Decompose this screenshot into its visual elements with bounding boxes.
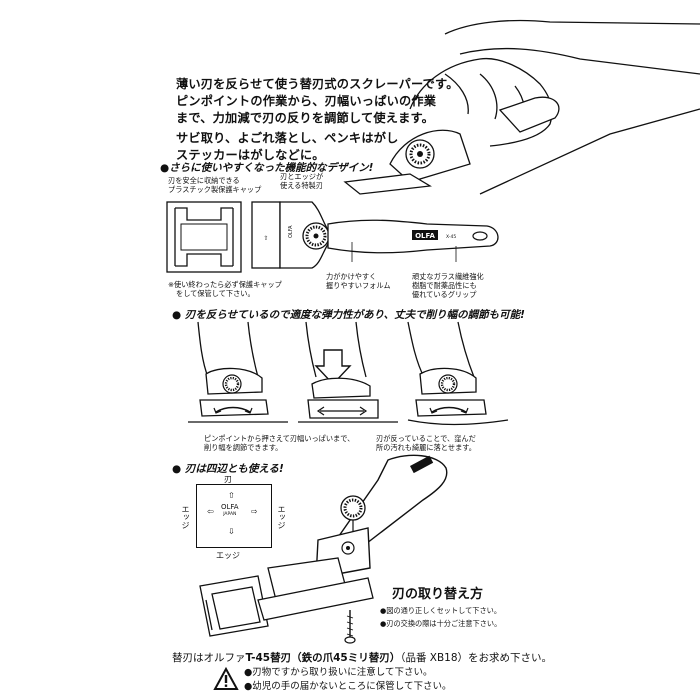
blade-top-label: 刃: [224, 475, 232, 484]
usage-pinpoint: [188, 321, 288, 423]
protective-cap-illustration: [166, 201, 242, 273]
intro-line: 薄い刃を反らせて使う替刃式のスクレーパーです。: [176, 77, 459, 91]
arrow-down-icon: ⇩: [228, 527, 235, 536]
intro-text: 薄い刃を反らせて使う替刃式のスクレーパーです。 ピンポイントの作業から、刃幅いっ…: [176, 76, 459, 164]
scraper-side-view-illustration: ⇧ OLFA OLFA X-45: [251, 201, 499, 269]
blade-brand-mark: OLFA JAPAN: [221, 503, 239, 517]
intro-line: まで、力加減で刃の反りを調節して使えます。: [176, 111, 435, 125]
blade-four-sides-diagram: OLFA JAPAN ⇧ ⇩ ⇦ ⇨: [196, 484, 272, 548]
intro-line: ピンポイントの作業から、刃幅いっぱいの作業: [176, 94, 437, 108]
label-grip-form: 力がかけやすく 握りやすいフォルム: [326, 272, 391, 290]
usage-full-width: [298, 321, 398, 423]
usage-curved-surface: [407, 321, 509, 426]
label-cap-note: ※使い終わったら必ず保護キャップ をして保管して下さい。: [168, 280, 282, 298]
arrow-up-icon: ⇧: [228, 491, 235, 500]
usage-illustrations: [188, 321, 509, 426]
section-design-title: ●さらに使いやすくなった機能的なデザイン!: [160, 162, 374, 174]
olfa-logo: OLFA: [415, 232, 435, 240]
blade-bottom-label: エッジ: [216, 551, 240, 560]
label-flex-right: 刃が反っていることで、窪んだ 所の汚れも綺麗に落とせます。: [376, 434, 476, 452]
replace-title: 刃の取り替え方: [392, 587, 484, 602]
svg-text:⇧: ⇧: [263, 235, 268, 242]
section-four-sides-title: ● 刃は四辺とも使える!: [172, 463, 284, 475]
down-arrow-icon: [314, 349, 352, 386]
label-cap: 刃を安全に収納できる プラスチック製保護キャップ: [168, 176, 262, 194]
replacement-blade-note: 替刃はオルファT-45替刃（鉄の爪45ミリ替刃）（品番 XB18）をお求め下さい…: [172, 652, 553, 664]
warning-list: ●刃物ですから取り扱いに注意して下さい。 ●幼児の手の届かないところに保管して下…: [244, 667, 452, 692]
intro-line: ステッカーはがしなどに。: [176, 148, 325, 162]
section-flex-title: ● 刃を反らせているので適度な弾力性があり、丈夫で削り幅の調節も可能!: [172, 309, 525, 321]
label-flex-left: ピンポイントから押さえて刃幅いっぱいまで、 削り幅を調節できます。: [204, 434, 355, 452]
svg-text:OLFA: OLFA: [288, 225, 294, 238]
model-label: X-45: [446, 234, 456, 240]
label-grip-material: 頑丈なガラス繊維強化 樹脂で耐薬品性にも 優れているグリップ: [412, 272, 484, 299]
arrow-right-icon: ⇨: [251, 507, 258, 516]
arrow-left-icon: ⇦: [207, 507, 214, 516]
blade-right-label: エッジ: [277, 505, 286, 529]
warning-icon: [213, 666, 239, 690]
label-blade: 刃とエッジが 使える特製刃: [280, 172, 324, 190]
intro-line: サビ取り、よごれ落とし、ペンキはがし: [176, 131, 399, 145]
hand-holding-scraper-illustration: [343, 19, 700, 195]
replace-notes: ●図の通り正しくセットして下さい。 ●刃の交換の際は十分ご注意下さい。: [380, 606, 502, 628]
blade-left-label: エッジ: [181, 505, 190, 529]
blade-replacement-exploded-illustration: [199, 454, 448, 644]
